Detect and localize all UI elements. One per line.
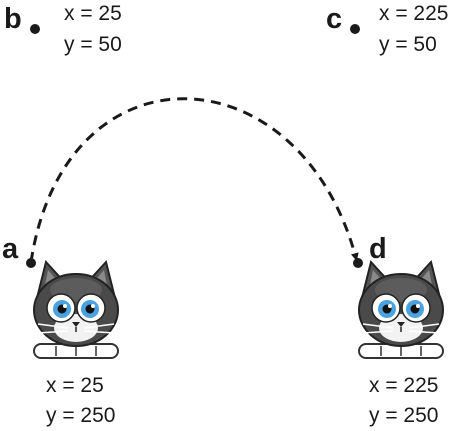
point-a-x-coord: x = 25: [46, 374, 104, 397]
point-d-y-coord: y = 250: [369, 404, 438, 427]
point-b-dot: [30, 24, 40, 34]
point-a-dot: [26, 258, 36, 268]
point-d-dot: [353, 258, 363, 268]
point-a-label: a: [2, 233, 19, 265]
cat-icon: [33, 261, 119, 359]
point-b-x-coord: x = 25: [64, 2, 122, 25]
point-d-x-coord: x = 225: [369, 374, 438, 397]
point-b-label: b: [4, 3, 22, 35]
point-c-label: c: [326, 3, 342, 35]
point-c-x-coord: x = 225: [379, 2, 448, 25]
dashed-curve-path: [29, 97, 359, 263]
point-c-y-coord: y = 50: [379, 33, 437, 56]
cat-icon: [358, 261, 444, 359]
point-d-label: d: [369, 233, 387, 265]
point-c-dot: [350, 24, 360, 34]
point-a-y-coord: y = 250: [46, 404, 115, 427]
point-b-y-coord: y = 50: [64, 33, 122, 56]
